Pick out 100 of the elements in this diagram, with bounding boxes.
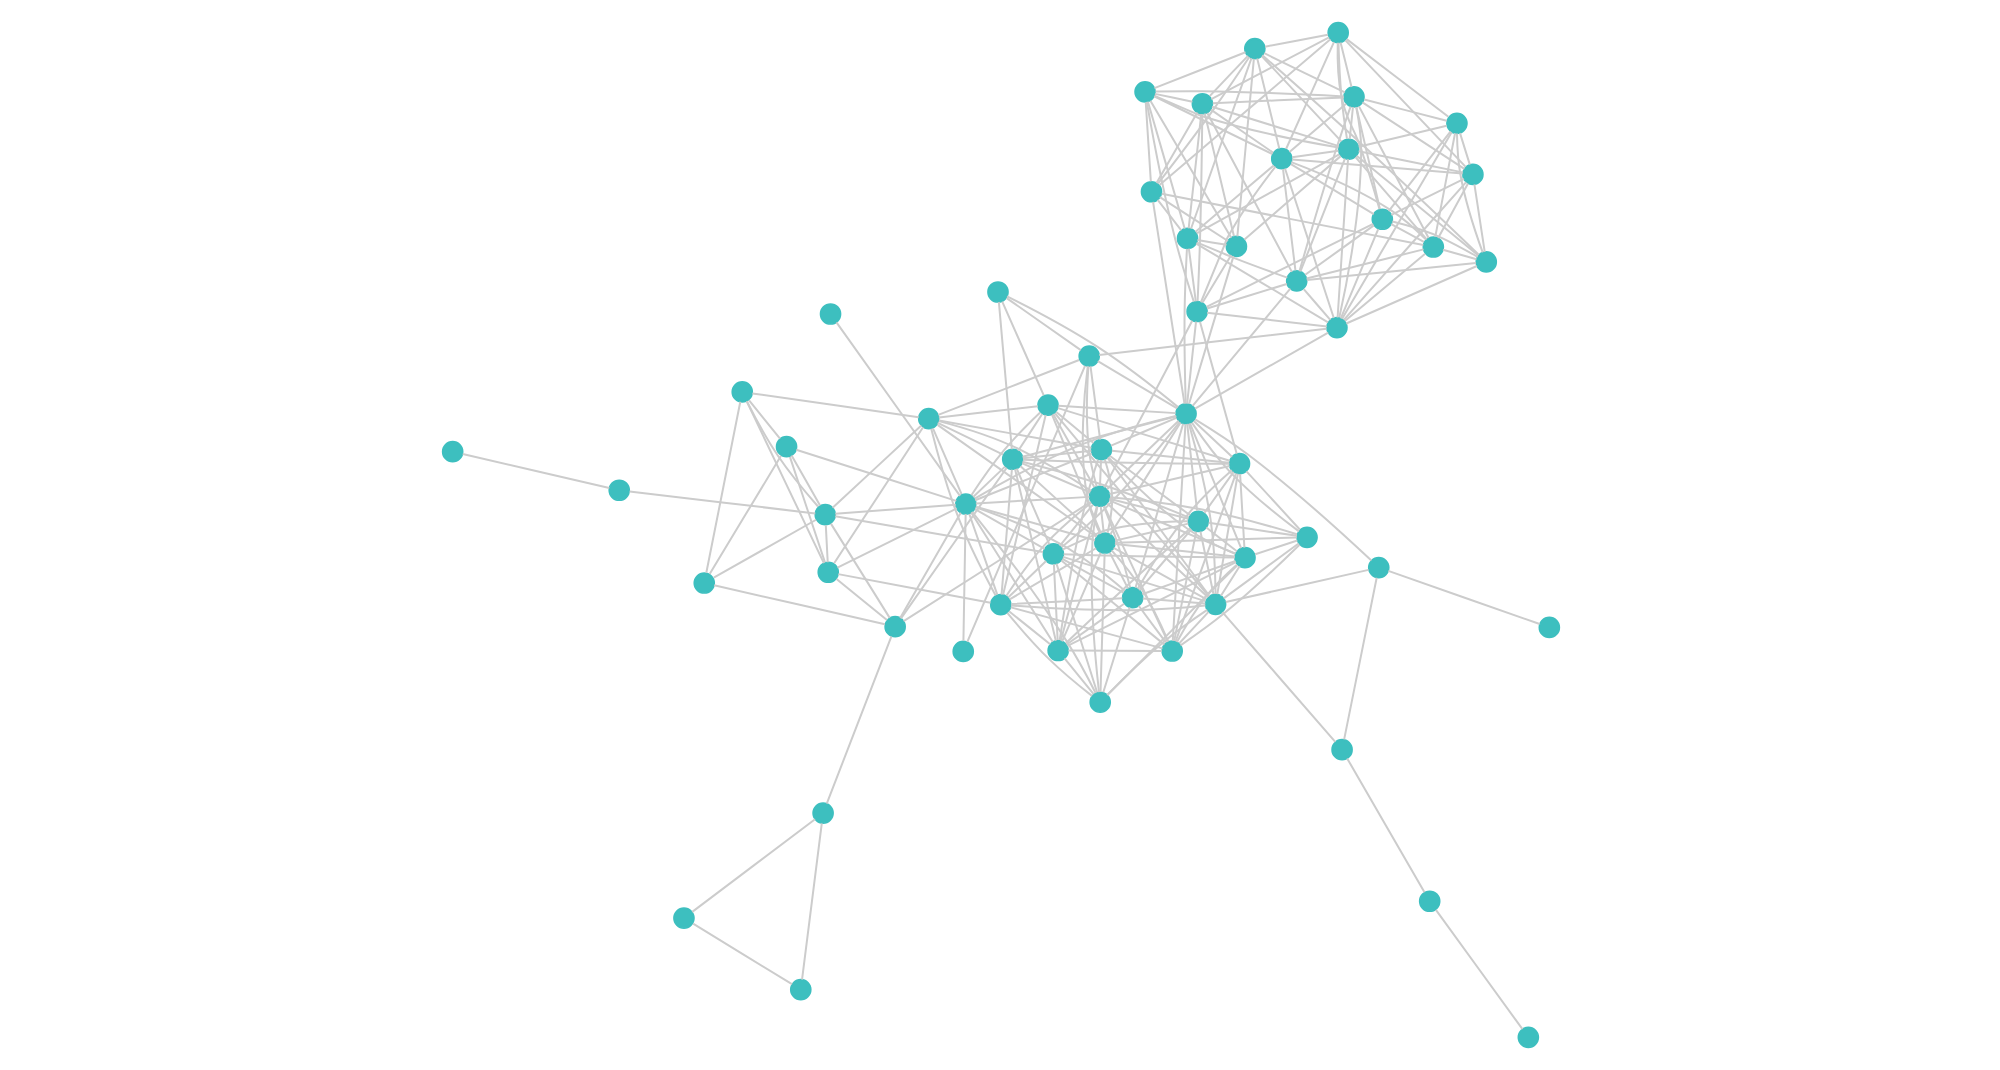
connector <box>967 512 998 596</box>
connector <box>1433 132 1456 238</box>
connector <box>830 424 922 509</box>
connector <box>1102 319 1193 489</box>
connector <box>1137 528 1192 592</box>
connector <box>1098 552 1105 693</box>
connector <box>935 421 1004 456</box>
node-circle <box>1041 543 1064 565</box>
connector <box>1195 239 1227 246</box>
connector <box>1362 98 1447 122</box>
connector <box>971 465 1005 498</box>
connector <box>1020 460 1189 519</box>
connector <box>1101 606 1130 694</box>
connector <box>1111 546 1207 601</box>
connector <box>1107 551 1129 590</box>
node-circle <box>1461 163 1483 186</box>
node-circle <box>1326 21 1348 44</box>
connector <box>1205 111 1292 273</box>
connector <box>1098 505 1104 534</box>
connector <box>1304 261 1476 281</box>
connector <box>1097 327 1327 356</box>
connector <box>1060 551 1101 643</box>
connector <box>898 511 961 619</box>
connector <box>1238 473 1245 549</box>
connector <box>1357 105 1429 240</box>
connector <box>930 427 962 496</box>
connector <box>1283 167 1334 320</box>
connector <box>973 495 1090 505</box>
connector <box>833 503 956 515</box>
node-circle <box>1088 691 1111 714</box>
connector <box>1215 472 1238 596</box>
node-circle <box>1224 235 1247 258</box>
connector <box>1193 418 1372 562</box>
node-circle <box>1537 616 1560 639</box>
connector <box>1337 106 1362 319</box>
connector <box>1155 56 1250 185</box>
node-circle <box>1233 546 1255 569</box>
connector <box>1472 183 1485 253</box>
node-circle <box>788 978 811 1001</box>
connector <box>1218 565 1240 597</box>
connector <box>1009 604 1206 612</box>
connector <box>1336 41 1347 140</box>
node-circle <box>730 381 753 403</box>
connector <box>1195 113 1203 303</box>
connector <box>1458 132 1470 166</box>
connector <box>1107 497 1189 520</box>
connector <box>1185 422 1198 512</box>
connector <box>1143 101 1151 183</box>
connector <box>1109 416 1177 447</box>
connector <box>834 321 960 497</box>
connector <box>1347 106 1353 141</box>
connector <box>1170 423 1186 642</box>
connector <box>1185 320 1197 405</box>
node-circle <box>1174 402 1196 425</box>
connector <box>1051 413 1095 489</box>
node-circle <box>1139 180 1162 203</box>
connector <box>1338 41 1352 88</box>
connector <box>1345 757 1425 894</box>
connector <box>1220 611 1336 743</box>
node-circle <box>1516 1026 1539 1049</box>
connector <box>1206 521 1297 537</box>
connector <box>1338 228 1379 320</box>
connector <box>1263 33 1328 48</box>
connector <box>1301 288 1331 321</box>
connector <box>1221 542 1299 600</box>
connector <box>1200 253 1232 304</box>
connector <box>965 364 1085 643</box>
connector <box>1155 198 1182 232</box>
connector <box>1188 422 1242 550</box>
connector <box>1209 36 1330 101</box>
node-circle <box>988 593 1011 616</box>
connector <box>1287 102 1347 154</box>
connector <box>973 505 1095 542</box>
connector <box>961 513 966 642</box>
connector <box>1018 465 1098 537</box>
connector <box>1354 106 1380 210</box>
connector <box>1186 113 1202 230</box>
connector <box>712 584 885 626</box>
connector <box>1389 223 1424 243</box>
connector <box>1354 154 1479 257</box>
connector <box>1152 95 1339 149</box>
connector <box>1084 365 1097 488</box>
connector <box>973 508 1045 550</box>
connector <box>1386 130 1451 213</box>
node-circle <box>813 503 836 526</box>
connector <box>691 922 792 986</box>
connector <box>1016 413 1043 452</box>
connector <box>1342 576 1377 741</box>
connector <box>1059 421 1180 549</box>
connector <box>1008 606 1163 650</box>
connector <box>1454 132 1483 254</box>
connector <box>1341 181 1467 321</box>
connector <box>1060 557 1124 594</box>
node-circle <box>1077 345 1100 367</box>
connector <box>1006 559 1047 599</box>
connector <box>1101 505 1131 589</box>
connector <box>1297 105 1351 273</box>
connector <box>1013 468 1056 642</box>
connector <box>1104 419 1179 491</box>
connector <box>1187 255 1234 405</box>
